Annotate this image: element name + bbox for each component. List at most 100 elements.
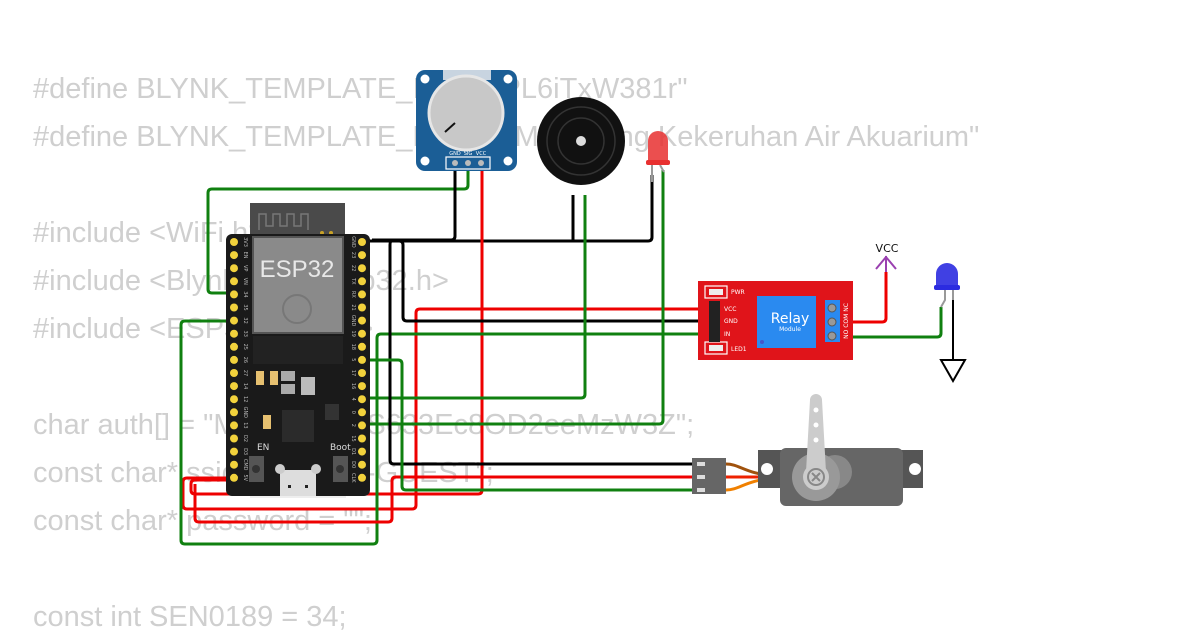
- pot-knob[interactable]: [427, 74, 505, 152]
- esp32-pin-rx[interactable]: [358, 290, 366, 299]
- esp32-pin-15[interactable]: [358, 434, 366, 443]
- esp32-pin-label: VP: [242, 265, 248, 271]
- potentiometer[interactable]: GND SIG VCC: [416, 70, 517, 171]
- esp32-pin-18[interactable]: [358, 342, 366, 351]
- esp32-pin-27[interactable]: [230, 369, 238, 377]
- esp32-pin-label: D3: [242, 448, 248, 455]
- relay-module[interactable]: PWR LED1 VCC GND IN Relay Module NO COM …: [698, 281, 853, 360]
- esp32-pin-label: 33: [242, 331, 248, 337]
- wire-pot-gnd[interactable]: [372, 163, 457, 242]
- esp32-pin-3v3[interactable]: [230, 238, 238, 246]
- code-line: const int SEN0189 = 34;: [33, 601, 347, 633]
- esp32-pin-label: 23: [350, 252, 356, 258]
- esp32-pin-gnd[interactable]: [358, 316, 366, 325]
- esp32-pin-label: 2: [350, 424, 356, 427]
- esp32-pin-label: 17: [350, 370, 356, 376]
- wire-servo-vcc[interactable]: [193, 475, 694, 524]
- wire-relay-no[interactable]: [834, 307, 943, 339]
- esp32-pin-label: CLK: [350, 473, 356, 483]
- esp32-pin-26[interactable]: [230, 355, 238, 364]
- esp32-pin-label: GND: [350, 236, 356, 248]
- relay-terminal-labels: NO COM NC: [843, 303, 850, 339]
- servo-motor[interactable]: [692, 394, 923, 506]
- esp32-pin-35[interactable]: [230, 303, 238, 312]
- esp32-pin-en[interactable]: [230, 251, 238, 260]
- wire-relay-gnd[interactable]: [398, 239, 706, 323]
- blue-led[interactable]: [934, 263, 960, 308]
- esp32-pin-gnd[interactable]: [230, 408, 238, 417]
- esp32-pin-label: RX: [350, 291, 356, 298]
- esp32-pin-2[interactable]: [358, 421, 366, 430]
- pot-pin-label: VCC: [476, 151, 487, 157]
- esp32-pin-d1[interactable]: [358, 447, 366, 456]
- esp32-pin-label: D2: [242, 435, 248, 442]
- en-label: EN: [257, 443, 269, 453]
- esp32-pin-34[interactable]: [230, 290, 238, 299]
- esp32-pin-17[interactable]: [358, 369, 366, 377]
- esp32-pin-label: CMD: [242, 459, 248, 471]
- esp32-pin-label: 27: [242, 370, 248, 376]
- wire-servo-pwm[interactable]: [365, 358, 694, 492]
- esp32-pin-label: 5V: [242, 474, 248, 481]
- wire-gnd-bus[interactable]: [365, 175, 654, 243]
- esp32-pin-32[interactable]: [230, 316, 238, 325]
- esp32-pin-clk[interactable]: [358, 473, 366, 482]
- esp32-pin-12[interactable]: [230, 395, 238, 404]
- relay-pin-label: IN: [724, 331, 730, 338]
- esp32-pin-label: 5: [350, 358, 356, 361]
- wire-pot-vcc[interactable]: [189, 163, 484, 496]
- wire-pot-sig[interactable]: [206, 163, 470, 295]
- esp32-pin-label: 35: [242, 304, 248, 310]
- esp32-pin-vn[interactable]: [230, 277, 238, 286]
- esp32-pin-label: 4: [350, 398, 356, 401]
- esp32-pin-label: D0: [350, 461, 356, 468]
- esp32-pin-23[interactable]: [358, 251, 366, 260]
- wires: [179, 163, 954, 546]
- esp32-pin-21[interactable]: [358, 303, 366, 312]
- wire-led-sig[interactable]: [365, 170, 665, 426]
- usb-port[interactable]: [280, 470, 316, 496]
- esp32-pin-gnd[interactable]: [358, 238, 366, 246]
- esp32-pin-5[interactable]: [358, 355, 366, 364]
- wire-relay-com[interactable]: [834, 272, 888, 324]
- wire-relay-vcc[interactable]: [181, 307, 706, 511]
- esp32-pin-label: VN: [242, 278, 248, 285]
- esp32-pin-14[interactable]: [230, 382, 238, 391]
- buzzer[interactable]: [537, 97, 625, 185]
- vcc-arrow-icon: [875, 255, 897, 270]
- red-led[interactable]: [646, 131, 670, 182]
- esp32-pin-4[interactable]: [358, 395, 366, 404]
- esp32-pin-vp[interactable]: [230, 264, 238, 273]
- esp32-pin-22[interactable]: [358, 264, 366, 273]
- esp32-pin-label: 15: [350, 435, 356, 441]
- esp32-pin-0[interactable]: [358, 408, 366, 417]
- esp32-pin-5v[interactable]: [230, 473, 238, 482]
- pot-pin-label: GND: [449, 151, 461, 157]
- esp32-pin-label: 18: [350, 344, 356, 350]
- esp32-pin-cmd[interactable]: [230, 460, 238, 469]
- espressif-logo-icon: [282, 294, 312, 324]
- wire-servo-gnd[interactable]: [388, 239, 694, 466]
- esp32-pin-d2[interactable]: [230, 434, 238, 443]
- esp32-label: ESP32: [260, 256, 335, 283]
- vcc-label: VCC: [876, 242, 899, 255]
- esp32-pin-13[interactable]: [230, 421, 238, 430]
- esp32-pin-tx[interactable]: [358, 277, 366, 286]
- esp32-pin-d0[interactable]: [358, 460, 366, 469]
- pot-pin-label: SIG: [464, 151, 473, 157]
- esp32-board[interactable]: ESP32 EN Boot 3V3ENVPVN34353233252627141…: [226, 203, 370, 498]
- esp32-pin-label: TX: [350, 277, 356, 285]
- esp32-pin-d3[interactable]: [230, 447, 238, 456]
- esp32-pin-33[interactable]: [230, 329, 238, 338]
- ground-symbol-icon: [939, 359, 967, 384]
- wire-relay-in[interactable]: [179, 319, 706, 546]
- esp32-pin-25[interactable]: [230, 342, 238, 351]
- esp32-pin-label: 32: [242, 317, 248, 323]
- esp32-pin-19[interactable]: [358, 329, 366, 338]
- wire-buzzer-sig[interactable]: [365, 195, 587, 400]
- esp32-pin-label: GND: [350, 315, 356, 327]
- esp32-pin-label: 12: [242, 396, 248, 402]
- esp32-pin-16[interactable]: [358, 382, 366, 391]
